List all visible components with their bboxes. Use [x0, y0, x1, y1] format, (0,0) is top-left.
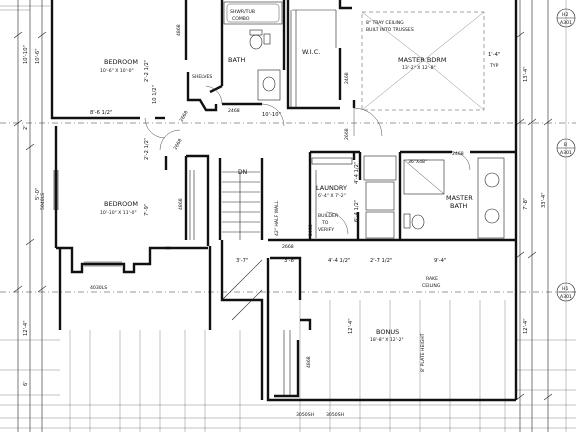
shelves-label: SHELVES [192, 74, 212, 80]
wic-label: W.I.C. [302, 48, 320, 56]
door-code: 2668 [173, 138, 184, 151]
dim-label: 10 1/2" [152, 85, 158, 104]
dim-label: TYP [489, 63, 499, 69]
builder-note-3: VERIFY [318, 227, 334, 233]
dim-label: 2'-2 1/2" [144, 60, 150, 82]
dim-label: 10'-10" [23, 45, 29, 64]
dimension-labels: 8'-6 1/2" 10'-10" 3'-7" 3'-8" 4'-4 1/2" … [23, 45, 547, 386]
section-tag-bottom: A301 [560, 20, 572, 26]
shower-label-2: COMBO [232, 16, 250, 22]
dim-label: 4'-4 1/2" [328, 258, 350, 264]
bedroom-left-name: BEDROOM [104, 200, 138, 208]
dim-label: 6' [23, 381, 29, 386]
dim-label: 2'-7 1/2" [370, 258, 392, 264]
bedroom-top-size: 10'-6" X 10'-0" [100, 68, 134, 74]
dim-label: 2'-2 1/2" [144, 138, 150, 160]
dim-label: 6'-4 1/2" [354, 200, 360, 222]
door-code: 4868 [176, 24, 182, 36]
window-code: 3050SH [296, 412, 314, 418]
laundry-size: 6'-4" X 7'-2" [318, 193, 346, 199]
section-tag-top: B [564, 142, 567, 148]
builder-note-1: BUILDER [318, 213, 339, 219]
shower-label-1: SHWR/TUB [230, 9, 255, 15]
door-code: 2668 [344, 128, 350, 140]
shower-size-label: 36"X48" [408, 159, 427, 165]
bonus-size: 18'-8" X 12'-2" [370, 337, 404, 343]
dim-label: 12'-4" [523, 318, 529, 334]
dim-label: 33'-4" [541, 192, 547, 208]
window-code: 3050SH [326, 412, 344, 418]
dim-label: 13'-4" [523, 66, 529, 82]
dim-label: 10'-10" [262, 112, 281, 118]
dim-label: 8'-6 1/2" [90, 110, 112, 116]
door-code: 2668 [179, 110, 190, 123]
door-code: 4868 [306, 356, 312, 368]
door-code: 2468 [228, 108, 240, 114]
section-tag-top: H2 [562, 12, 568, 18]
half-wall-label: 42" HALF WALL [274, 200, 280, 236]
builder-note-2: TO [321, 220, 329, 226]
dim-label: 3'-7" [236, 258, 248, 264]
master-bdrm-name: MASTER BDRM [398, 56, 446, 64]
section-tags: H2 A301 B A301 H1 A301 [556, 8, 576, 302]
dim-label: 7'-8" [523, 198, 529, 210]
bedroom-left-size: 10'-10" X 11'-0" [100, 210, 137, 216]
window-code: 5040LS [40, 193, 46, 210]
section-tag-bottom: A301 [560, 150, 572, 156]
laundry-name: LAUNDRY [316, 184, 347, 192]
door-code: 2468 [344, 72, 350, 84]
door-code: 4868 [178, 198, 184, 210]
door-and-window-codes: 2468 2668 2668 2468 2668 2468 2668 4868 … [40, 24, 464, 418]
section-tag-top: H1 [562, 286, 568, 292]
bedroom-top-name: BEDROOM [104, 58, 138, 66]
bonus-name: BONUS [376, 328, 399, 336]
door-code: 2468 [308, 224, 314, 236]
master-bath-1: MASTER [446, 194, 473, 202]
dim-label: 5'-0" [35, 188, 41, 200]
rake-line-1: RAKE [426, 276, 438, 282]
tray-line-2: BUILT INTO TRUSSES [366, 27, 414, 33]
room-labels: SHWR/TUB COMBO BEDROOM 10'-6" X 10'-0" B… [100, 9, 473, 372]
dim-label: 9'-4" [434, 258, 446, 264]
dim-label: 2' [23, 125, 29, 130]
dim-label: 4'-4 1/2" [354, 162, 360, 184]
door-code: 2468 [452, 151, 464, 157]
master-bdrm-size: 13'-2" X 12'-8" [402, 65, 436, 71]
dim-label: 3'-8" [284, 258, 296, 264]
dim-label: 7'-9" [144, 204, 150, 216]
door-code: 2668 [282, 244, 294, 250]
window-code: 4030LS [90, 285, 107, 291]
dim-label: 1'-4" [488, 52, 500, 58]
plate-height-label: 8' PLATE HEIGHT [420, 333, 426, 372]
section-tag-bottom: A301 [560, 294, 572, 300]
rake-line-2: CEILING [422, 283, 441, 289]
bath-label: BATH [228, 56, 245, 64]
dim-label: 12'-4" [23, 320, 29, 336]
dim-label: 10'-6" [35, 48, 41, 64]
tray-line-1: 8" TRAY CEILING [366, 20, 404, 26]
fixtures [53, 1, 505, 396]
master-bath-2: BATH [450, 202, 467, 210]
dim-label: 12'-4" [348, 318, 354, 334]
stair-down-label: DN [238, 169, 247, 176]
